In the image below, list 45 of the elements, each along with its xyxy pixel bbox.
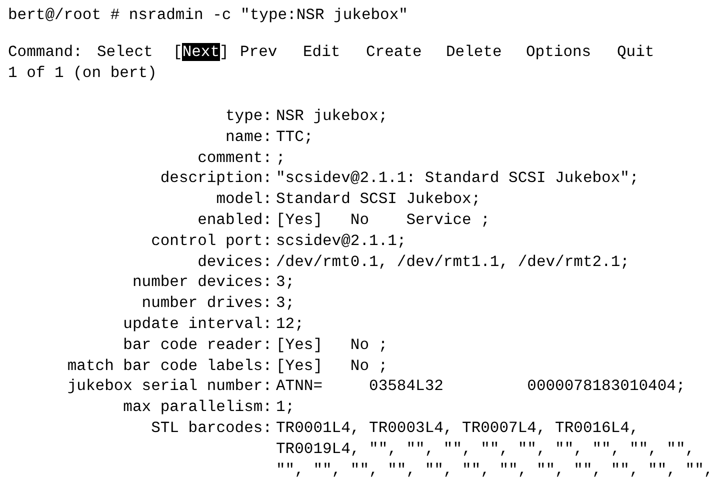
field-label: number drives: (142, 293, 272, 314)
field-value: scsidev@2.1.1; (276, 230, 406, 251)
field-label: devices: (198, 252, 272, 272)
field-value: TTC; (276, 126, 314, 147)
menu-item: Options (526, 42, 592, 62)
menu-prompt: Command: (8, 42, 82, 62)
menu-item: Prev (240, 42, 278, 62)
field-label: type: (225, 106, 272, 126)
field-label: jukebox serial number: (67, 376, 272, 396)
field-label: control port: (151, 230, 272, 251)
field-value: [Yes] No ; (276, 356, 388, 376)
field-value: ATNN= 03584L32 0000078183010404; (276, 376, 686, 396)
field-label: bar code reader: (123, 334, 272, 355)
field-value: TR0001L4, TR0003L4, TR0007L4, TR0016L4, (276, 418, 639, 438)
field-label: update interval: (123, 314, 272, 334)
field-value: 3; (276, 293, 295, 314)
selected-menu-item: [Next] (173, 42, 229, 62)
command-line: bert@/root # nsradmin -c "type:NSR jukebox" (8, 5, 408, 25)
field-label: STL barcodes: (151, 418, 272, 438)
field-label: number devices: (132, 272, 272, 292)
field-value: [Yes] No Service ; (276, 210, 490, 230)
field-value: 12; (276, 314, 304, 334)
field-label: name: (225, 126, 272, 147)
field-value: ; (276, 148, 286, 168)
menu-item: Edit (303, 42, 340, 62)
field-value: /dev/rmt0.1, /dev/rmt1.1, /dev/rmt2.1; (276, 252, 630, 272)
menu-item: Create (366, 42, 422, 62)
field-label: max parallelism: (123, 397, 272, 418)
field-label: model: (216, 189, 272, 210)
status-text: 1 of 1 (on bert) (8, 63, 157, 83)
field-value: 1; (276, 397, 295, 418)
field-label: enabled: (198, 210, 272, 230)
menu-item: Select (97, 42, 153, 62)
field-value: TR0019L4, "", "", "", "", "", "", "", "", "", (276, 438, 695, 459)
field-label: description: (160, 168, 272, 188)
menu-item: Delete (446, 42, 502, 62)
field-value: [Yes] No ; (276, 334, 388, 355)
field-value: NSR jukebox; (276, 106, 388, 126)
field-value: "", "", "", "", "", "", "", "", "", "", "", "", (276, 460, 709, 480)
field-label: comment: (198, 148, 272, 168)
menu-item: Quit (617, 42, 654, 62)
field-label: match bar code labels: (67, 356, 272, 376)
field-value: Standard SCSI Jukebox; (276, 189, 481, 210)
field-value: 3; (276, 272, 295, 292)
field-value: "scsidev@2.1.1: Standard SCSI Jukebox"; (276, 168, 639, 188)
